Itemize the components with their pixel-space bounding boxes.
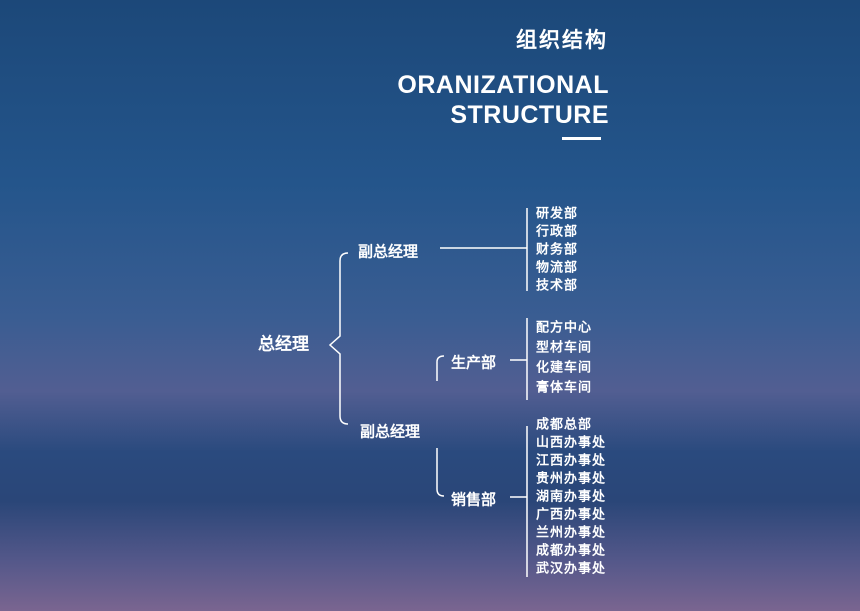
title-english-line1: ORANIZATIONAL <box>397 71 609 99</box>
production-unit: 配方中心 <box>536 320 593 336</box>
sales-office: 江西办事处 <box>536 453 607 469</box>
sales-office: 兰州办事处 <box>536 525 607 541</box>
production-bracket <box>436 355 445 381</box>
department-item: 行政部 <box>536 224 579 240</box>
sales-office: 湖南办事处 <box>536 489 607 505</box>
vice-general-manager-2: 副总经理 <box>360 422 421 441</box>
vice-general-manager-1: 副总经理 <box>358 242 419 261</box>
title-chinese: 组织结构 <box>516 28 608 52</box>
department-item: 财务部 <box>536 242 579 258</box>
department-item: 研发部 <box>536 206 579 222</box>
sales-office: 武汉办事处 <box>536 561 607 577</box>
production-unit: 型材车间 <box>536 340 593 356</box>
root-bracket <box>328 252 349 425</box>
sales-department: 销售部 <box>451 490 497 509</box>
department-item: 物流部 <box>536 260 579 276</box>
department-item: 技术部 <box>536 278 579 294</box>
sales-office: 贵州办事处 <box>536 471 607 487</box>
sales-bracket <box>436 448 445 497</box>
production-unit: 膏体车间 <box>536 380 593 396</box>
production-unit: 化建车间 <box>536 360 593 376</box>
title-english-line2: STRUCTURE <box>450 101 609 129</box>
sales-office: 成都办事处 <box>536 543 607 559</box>
sales-office: 广西办事处 <box>536 507 607 523</box>
general-manager: 总经理 <box>258 334 309 355</box>
title-underline <box>562 137 601 140</box>
sales-office: 成都总部 <box>536 417 593 433</box>
sales-office: 山西办事处 <box>536 435 607 451</box>
production-department: 生产部 <box>451 353 497 372</box>
